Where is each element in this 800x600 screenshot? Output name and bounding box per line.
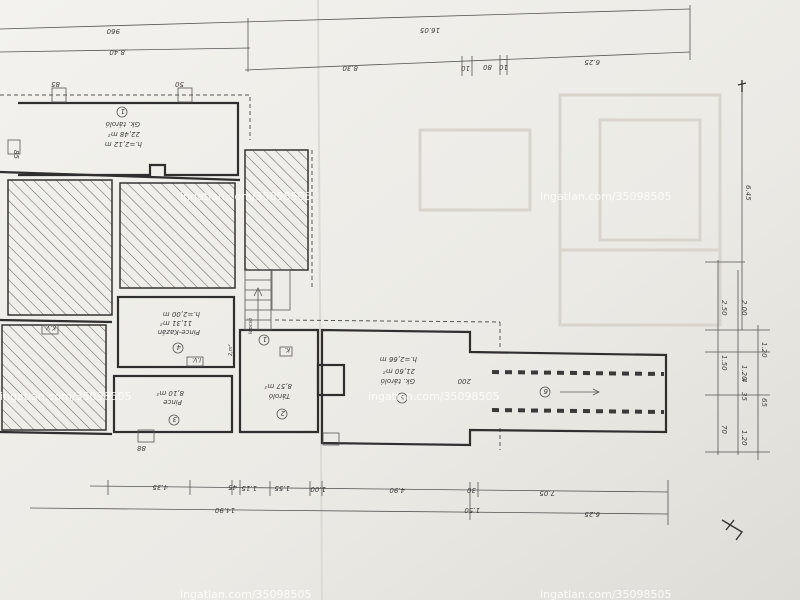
win-85b: 85	[12, 150, 20, 159]
svg-text:5: 5	[400, 393, 405, 401]
dim-right-4: 4	[740, 378, 748, 382]
room-2-label: 2 Tároló 8,57 m²	[264, 382, 292, 420]
dim-top-1605: 16.05	[419, 26, 440, 34]
dim-right-70: 70	[720, 425, 728, 434]
svg-text:h.=2,00 m: h.=2,00 m	[163, 310, 200, 318]
dim-bottom-1490: 14.90	[214, 506, 235, 514]
watermark-3: ingatlan.com/35098505	[0, 390, 132, 403]
win-85: 85	[51, 80, 60, 88]
svg-text:2: 2	[280, 409, 285, 417]
dim-bottom-150: 1.50	[464, 506, 480, 514]
dim-right-35: 35	[740, 392, 748, 401]
svg-text:K.: K.	[284, 346, 290, 353]
dim-bottom-45: 45	[228, 483, 237, 491]
svg-text:Pince: Pince	[163, 398, 182, 406]
win-88: 88	[137, 444, 146, 452]
watermark-6: ingatlan.com/35098505	[540, 588, 672, 600]
dim-top-80: 80	[483, 63, 492, 71]
dim-top-960: 960	[106, 27, 120, 35]
svg-text:8,10 m²: 8,10 m²	[156, 389, 184, 397]
dim-right-200: 2.00	[740, 300, 748, 316]
svg-text:11,31 m²: 11,31 m²	[160, 319, 192, 327]
dim-right-65: 65	[760, 398, 768, 407]
stair-label: 1 lépcső 2,m²	[228, 317, 270, 356]
room-4-label: 4 Pince-Kazán 11,31 m² h.=2,00 m	[158, 310, 200, 354]
dim-top-625: 6.25	[584, 58, 600, 66]
dim-right-120: 1.20	[760, 342, 768, 358]
top-dimension-lines	[0, 5, 691, 76]
svg-text:I.V.: I.V.	[192, 356, 201, 363]
north-arrow-icon	[721, 80, 747, 541]
ramp-stripes	[491, 370, 665, 414]
ramp-label: 6	[539, 386, 551, 398]
dim-bottom-30: 30	[467, 486, 476, 494]
win-50: 50	[175, 80, 184, 88]
svg-text:8,57 m²: 8,57 m²	[264, 382, 292, 390]
svg-text:22,48 m²: 22,48 m²	[108, 130, 140, 138]
tags: K.V. K. I.V.	[41, 324, 293, 367]
room-5-label: 5 Gk. tároló 21,60 m² h.=2,66 m	[380, 355, 417, 404]
dim-top-830: 8.30	[342, 64, 358, 72]
svg-text:Gk. tároló: Gk. tároló	[380, 377, 415, 385]
dim-right-120c: 1.20	[740, 430, 748, 446]
dim-bottom-490: 4.90	[389, 486, 405, 494]
ghost-plan	[418, 93, 722, 327]
svg-text:lépcső: lépcső	[247, 317, 254, 334]
svg-text:3: 3	[173, 415, 177, 423]
dim-right-120b: 1.20	[740, 365, 748, 381]
dim-bottom-100: 1.00	[310, 485, 326, 493]
svg-text:Pince-Kazán: Pince-Kazán	[158, 328, 200, 336]
bottom-dimension-lines	[29, 480, 669, 525]
dim-bottom-155: 1.55	[274, 484, 290, 492]
dim-bottom-705: 7.05	[539, 489, 555, 497]
watermark-4: ingatlan.com/35098505	[368, 390, 500, 403]
dim-bottom-435: 4.35	[152, 483, 168, 491]
svg-text:K.V.: K.V.	[45, 324, 56, 331]
dim-top-840: 8.40	[109, 48, 125, 56]
svg-text:4: 4	[177, 343, 181, 351]
dim-right-250: 2.50	[720, 300, 728, 316]
svg-text:Gk. tároló: Gk. tároló	[105, 120, 140, 128]
svg-text:21,60 m²: 21,60 m²	[383, 367, 415, 375]
dim-bottom-115: 1.15	[241, 484, 257, 492]
svg-text:1: 1	[121, 107, 125, 115]
watermark-2: ingatlan.com/35098505	[540, 190, 672, 203]
room-3-label: 3 Pince 8,10 m²	[156, 389, 184, 426]
room-1-label: 1 Gk. tároló 22,48 m² h.=2,12 m	[105, 106, 142, 148]
dim-bottom-625: 6.25	[584, 510, 600, 518]
svg-text:1: 1	[263, 335, 267, 343]
hatched-areas	[1, 149, 309, 431]
window-markers	[7, 87, 340, 446]
watermark-1: ingatlan.com/35098505	[180, 190, 312, 203]
dim-top-10b: 10	[499, 63, 508, 71]
svg-text:h.=2,66 m: h.=2,66 m	[380, 355, 417, 363]
paper-fold	[317, 0, 323, 600]
dim-top-10: 10	[461, 64, 470, 72]
dim-right-645: 6.45	[744, 185, 752, 201]
svg-text:2,m²: 2,m²	[228, 344, 234, 356]
svg-text:6: 6	[543, 387, 548, 395]
door-200: 200	[457, 377, 471, 385]
svg-text:h.=2,12 m: h.=2,12 m	[105, 140, 142, 148]
building-walls	[0, 94, 668, 450]
right-dimension-lines	[705, 80, 770, 460]
dim-right-150: 1.50	[720, 355, 728, 371]
svg-text:Tároló: Tároló	[268, 392, 290, 400]
watermark-5: ingatlan.com/35098505	[180, 588, 312, 600]
